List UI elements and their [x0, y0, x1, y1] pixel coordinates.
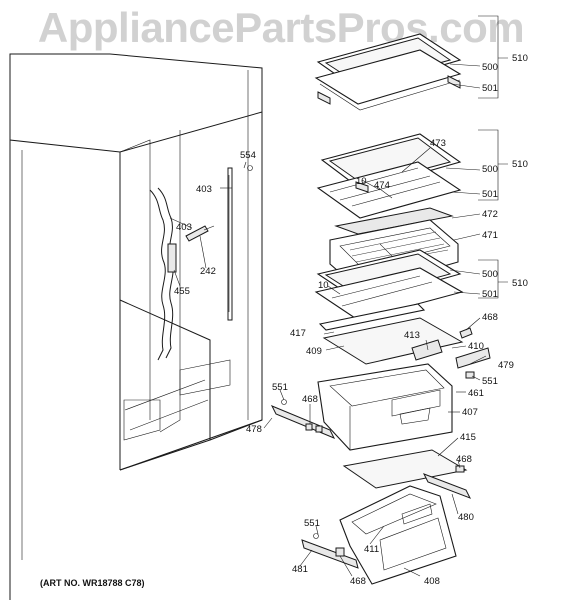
callout-415: 415: [460, 432, 476, 443]
callout-510-low: 510: [512, 278, 528, 289]
callout-551-right: 551: [482, 376, 498, 387]
lower-pan-drawer: [301, 485, 457, 585]
callout-10-lower: 10: [318, 280, 329, 291]
callout-478: 478: [246, 424, 262, 435]
callout-411: 411: [364, 544, 379, 555]
callout-481: 481: [292, 564, 308, 575]
callout-501-mid: 501: [482, 189, 498, 200]
callout-410: 410: [468, 341, 484, 352]
callout-403-left: 403: [176, 222, 192, 233]
callout-413: 413: [404, 330, 420, 341]
top-shelf: [314, 33, 462, 111]
callout-455: 455: [174, 286, 190, 297]
callout-472: 472: [482, 209, 498, 220]
callout-473: 473: [430, 138, 446, 149]
third-shelf: [314, 249, 464, 321]
callout-471: 471: [482, 230, 498, 241]
callout-408: 408: [424, 576, 440, 587]
crisper-cover-assembly: [318, 303, 491, 379]
callout-500-mid: 500: [482, 164, 498, 175]
callout-403-right: 403: [196, 184, 212, 195]
callout-10-upper: 10: [356, 176, 367, 187]
callout-551-left: 551: [272, 382, 288, 393]
callout-417: 417: [290, 328, 306, 339]
callout-461: 461: [468, 388, 484, 399]
second-shelf: [316, 133, 462, 219]
callout-510-top: 510: [512, 53, 528, 64]
callout-501-top: 501: [482, 83, 498, 94]
callout-474: 474: [374, 180, 390, 191]
upper-pan-drawer: [270, 363, 453, 451]
callout-409: 409: [306, 346, 322, 357]
callout-labels: 500 501 510 473 10 474 500 501 510 472 4…: [174, 53, 528, 587]
callout-468-b: 468: [302, 394, 318, 405]
callout-468-a: 468: [482, 312, 498, 323]
callout-500-low: 500: [482, 269, 498, 280]
callout-551-bottom: 551: [304, 518, 320, 529]
callout-501-low: 501: [482, 289, 498, 300]
watermark-logo: AppliancePartsPros.com: [37, 4, 525, 51]
callout-468-c: 468: [456, 454, 472, 465]
callout-468-d: 468: [350, 576, 366, 587]
art-number-label: (ART NO. WR18788 C78): [40, 578, 145, 588]
callout-480: 480: [458, 512, 474, 523]
callout-479: 479: [498, 360, 514, 371]
callout-554: 554: [240, 150, 256, 161]
callout-500-top: 500: [482, 62, 498, 73]
callout-510-mid: 510: [512, 159, 528, 170]
callout-242: 242: [200, 266, 216, 277]
callout-407: 407: [462, 407, 478, 418]
callout-brackets: [478, 15, 508, 299]
lower-glass-shelf: [342, 449, 472, 499]
cabinet-drawing: [9, 53, 263, 600]
leader-lines: [169, 63, 487, 577]
